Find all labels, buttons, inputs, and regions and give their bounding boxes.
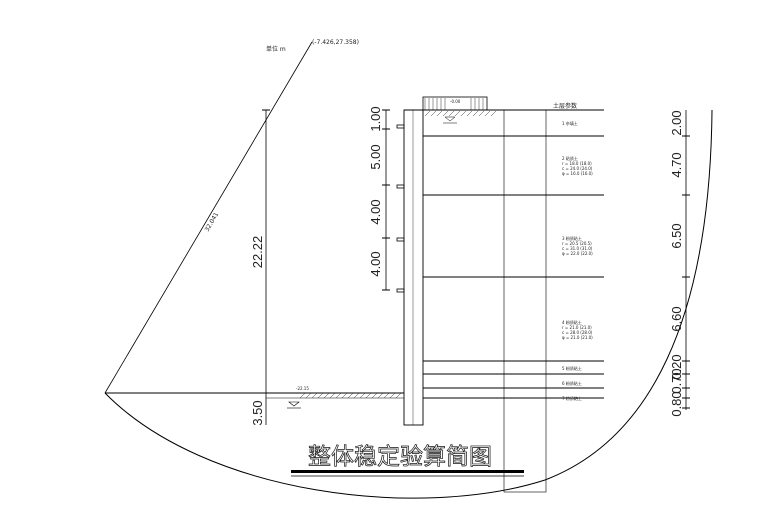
layer-thickness-4: 6.60 [669, 306, 684, 331]
soil-layer-2-param-1: r = 18.0 (18.0) [562, 161, 592, 166]
soil-layer-2-param-2: c = 24.0 (24.0) [562, 166, 593, 171]
ground-surcharge-hatch [424, 98, 484, 110]
excavation-dimension-ticks [382, 109, 390, 291]
soil-layer-4-param-3: φ = 21.0 (21.0) [562, 335, 593, 340]
bottom-level-label: -22.15 [296, 386, 309, 391]
soil-layer-4-name: 4 粉质粘土 [562, 319, 582, 325]
layer-thickness-7: 0.80 [669, 391, 684, 416]
layer-thickness-6: 0.70 [669, 368, 684, 393]
units-label: 单位 m [266, 45, 286, 53]
layer-thickness-5: 0.20 [669, 354, 684, 379]
circle-center-label: (-7.426,27.358) [312, 39, 359, 46]
layer-thickness-2: 4.70 [669, 152, 684, 177]
soil-layer-7-name: 7 粉质粘土 [562, 395, 582, 401]
excavation-depth-2: 5.00 [368, 144, 383, 169]
embed-depth-label: 3.50 [250, 400, 265, 425]
excavation-depth-3: 4.00 [368, 199, 383, 224]
excavation-depth-4: 4.00 [368, 251, 383, 276]
soil-layer-3-param-1: r = 20.5 (20.5) [562, 241, 592, 246]
water-level-icon [287, 401, 301, 409]
soil-layer-2-name: 2 粘质土 [562, 155, 578, 161]
ground-water-icon [443, 116, 457, 124]
anchor-markers [396, 124, 405, 293]
soil-layer-4-param-2: c = 28.0 (28.0) [562, 330, 593, 335]
excavation-depth-1: 1.00 [368, 106, 383, 131]
soil-layer-boundaries [423, 135, 604, 399]
slice-column [503, 109, 547, 493]
soil-layer-3-param-3: φ = 22.0 (22.0) [562, 251, 593, 256]
soil-layer-1-name: 1 杂填土 [562, 120, 578, 126]
excavation-bottom-hatch [299, 392, 402, 399]
layer-thickness-1: 2.00 [669, 110, 684, 135]
soil-layer-3-name: 3 粉质粘土 [562, 235, 582, 241]
layer-thickness-3: 6.50 [669, 223, 684, 248]
retaining-wall [403, 109, 424, 426]
soil-layer-2-param-3: φ = 16.0 (16.0) [562, 171, 593, 176]
total-depth-label: 22.22 [250, 236, 265, 269]
diagram-title: 整体稳定验算简图 [308, 444, 492, 470]
slip-circle-arc [104, 109, 713, 499]
ground-surface-hatch [424, 110, 497, 117]
title-underline-thick [291, 470, 524, 473]
radius-line [104, 41, 313, 394]
soil-header: 土层参数 [553, 102, 577, 110]
layer-dimension-ticks [682, 135, 690, 409]
ground-level-label: -0.00 [450, 99, 461, 104]
soil-layer-3-param-2: c = 31.0 (31.0) [562, 246, 593, 251]
soil-layer-5-name: 5 粉质粘土 [562, 365, 582, 371]
soil-layer-4-param-1: r = 21.0 (21.0) [562, 325, 592, 330]
soil-layer-6-name: 6 粉质粘土 [562, 380, 582, 386]
